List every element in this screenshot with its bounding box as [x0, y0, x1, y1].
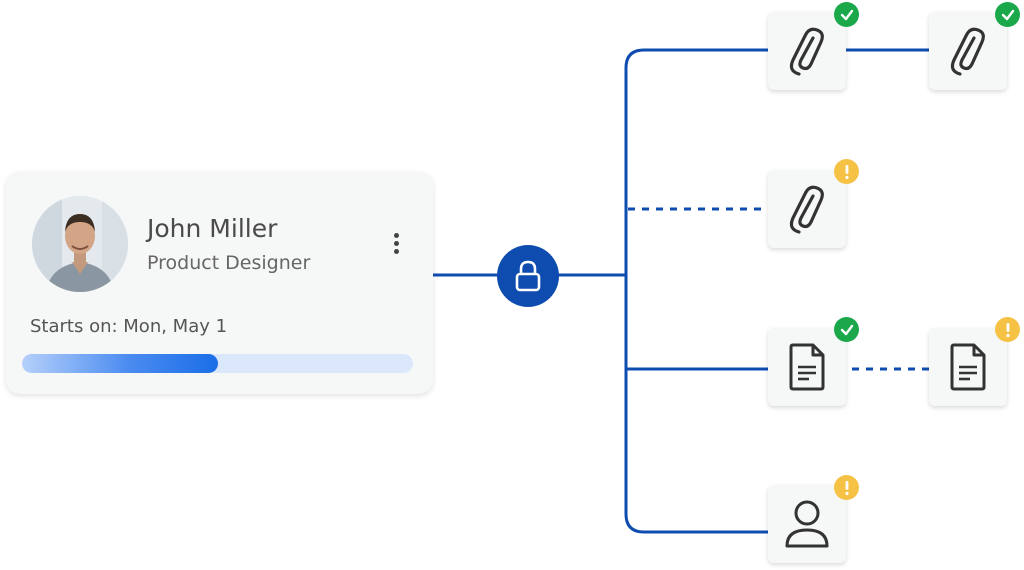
- exclamation-icon: [1005, 322, 1010, 337]
- person-photo-icon: [32, 196, 128, 292]
- more-vertical-icon-dot: [393, 248, 399, 254]
- attachment-tile[interactable]: [768, 170, 846, 248]
- more-vertical-icon-dot: [393, 240, 399, 246]
- user-icon: [785, 500, 829, 548]
- success-badge: [834, 317, 859, 342]
- check-icon: [840, 9, 853, 20]
- lock-icon: [515, 260, 541, 292]
- document-icon: [789, 343, 825, 391]
- warning-badge: [995, 317, 1020, 342]
- check-icon: [840, 324, 853, 335]
- avatar: [32, 196, 128, 292]
- document-tile[interactable]: [768, 328, 846, 406]
- attachment-tile[interactable]: [929, 12, 1007, 90]
- document-icon: [950, 343, 986, 391]
- progress-fill: [22, 354, 218, 373]
- profile-role: Product Designer: [147, 252, 311, 274]
- success-badge: [995, 2, 1020, 27]
- document-tile[interactable]: [929, 328, 1007, 406]
- success-badge: [834, 2, 859, 27]
- profile-card[interactable]: John Miller Product Designer Starts on: …: [6, 172, 433, 394]
- more-vertical-icon: [393, 232, 399, 238]
- check-icon: [1001, 9, 1014, 20]
- paperclip-icon: [950, 27, 985, 76]
- onboarding-progress-bar: [22, 354, 413, 373]
- paperclip-icon: [789, 185, 824, 234]
- user-tile[interactable]: [768, 485, 846, 563]
- attachment-tile[interactable]: [768, 12, 846, 90]
- exclamation-icon: [844, 480, 849, 495]
- profile-name: John Miller: [147, 214, 278, 243]
- warning-badge: [834, 475, 859, 500]
- lock-node[interactable]: [497, 245, 559, 307]
- exclamation-icon: [844, 164, 849, 179]
- warning-badge: [834, 159, 859, 184]
- paperclip-icon: [789, 27, 824, 76]
- start-date-text: Starts on: Mon, May 1: [30, 316, 228, 337]
- more-options-button[interactable]: [385, 230, 407, 256]
